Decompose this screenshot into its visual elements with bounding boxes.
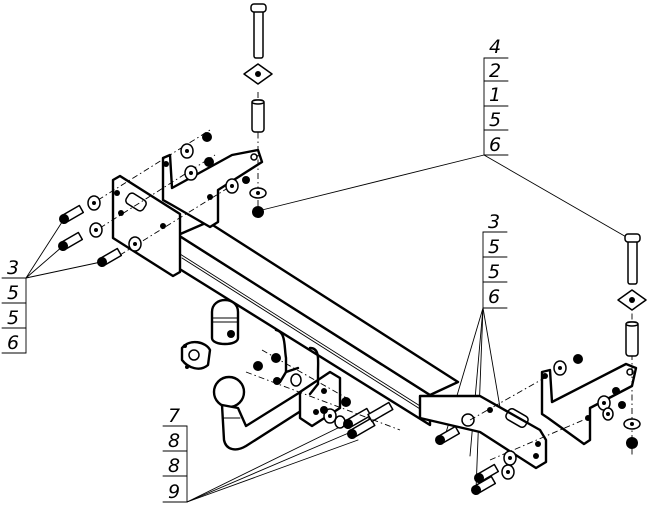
callout-label: 2 bbox=[489, 60, 501, 82]
top-left-vertical-bolt bbox=[243, 3, 273, 133]
callout-bottom-left: 7 8 8 9 bbox=[162, 405, 359, 503]
callout-label: 1 bbox=[489, 84, 501, 106]
bolt bbox=[58, 231, 84, 251]
right-vertical-bolt bbox=[617, 233, 647, 357]
left-bolts bbox=[58, 132, 267, 267]
right-fasteners bbox=[435, 354, 641, 495]
callout-label: 3 bbox=[7, 257, 19, 279]
bolt bbox=[97, 247, 123, 267]
callout-label: 6 bbox=[489, 134, 501, 156]
callout-label: 7 bbox=[168, 405, 180, 427]
bolt bbox=[59, 204, 85, 224]
callout-label: 5 bbox=[489, 109, 501, 131]
left-mounting-bracket bbox=[97, 92, 264, 278]
callout-label: 6 bbox=[7, 332, 19, 354]
callout-label: 5 bbox=[488, 261, 500, 283]
callout-label: 5 bbox=[7, 307, 19, 329]
callout-label: 8 bbox=[168, 430, 180, 452]
callout-top-right: 4 2 1 5 6 bbox=[261, 36, 629, 239]
callout-label: 9 bbox=[168, 481, 180, 503]
callout-label: 6 bbox=[488, 286, 500, 308]
callout-left: 3 5 5 6 bbox=[1, 218, 102, 354]
right-mounting-bracket bbox=[418, 300, 638, 470]
callout-label: 4 bbox=[489, 36, 501, 58]
callout-label: 8 bbox=[168, 455, 180, 477]
callout-label: 5 bbox=[488, 236, 500, 258]
towball-assembly bbox=[180, 298, 401, 451]
callout-label: 5 bbox=[7, 282, 19, 304]
callout-label: 3 bbox=[488, 211, 500, 233]
callout-mid-right: 3 5 5 6 bbox=[444, 211, 511, 491]
